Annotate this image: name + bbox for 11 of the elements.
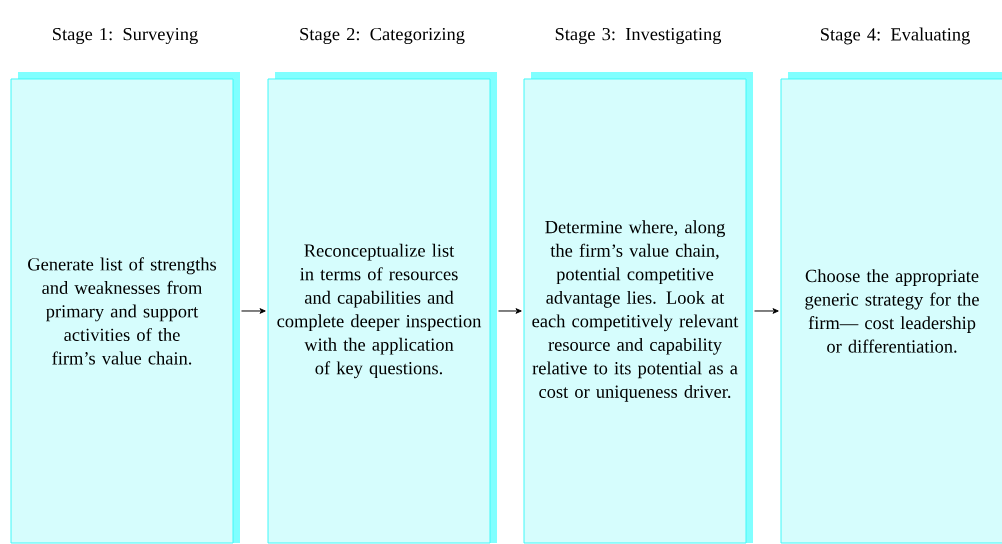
stage-heading: Stage 3: Investigating bbox=[555, 27, 722, 45]
stage-heading: Stage 2: Categorizing bbox=[300, 27, 465, 45]
stage-box: Reconceptualize list in terms of resources and capabilities and complete deeper inspection with the application of key questions. bbox=[267, 72, 497, 544]
stage-box: Choose the appropriate generic strategy for the firm— cost leadership or differentiation. bbox=[780, 72, 1002, 544]
arrow bbox=[241, 308, 266, 314]
stage-box: Determine where, along the firm’s value chain, potential competitive advantage lies. Look at each competitively relevant resource and capability relative to its potential as a cost or uniqueness driver. bbox=[523, 72, 753, 544]
stage-box: Generate list of strengths and weaknesses from primary and support activities of the firm’s value chain. bbox=[10, 72, 240, 544]
arrow bbox=[754, 308, 779, 314]
arrow bbox=[498, 308, 522, 314]
stage-heading: Stage 1: Surveying bbox=[53, 27, 198, 45]
stage-heading: Stage 4: Evaluating bbox=[821, 27, 970, 45]
